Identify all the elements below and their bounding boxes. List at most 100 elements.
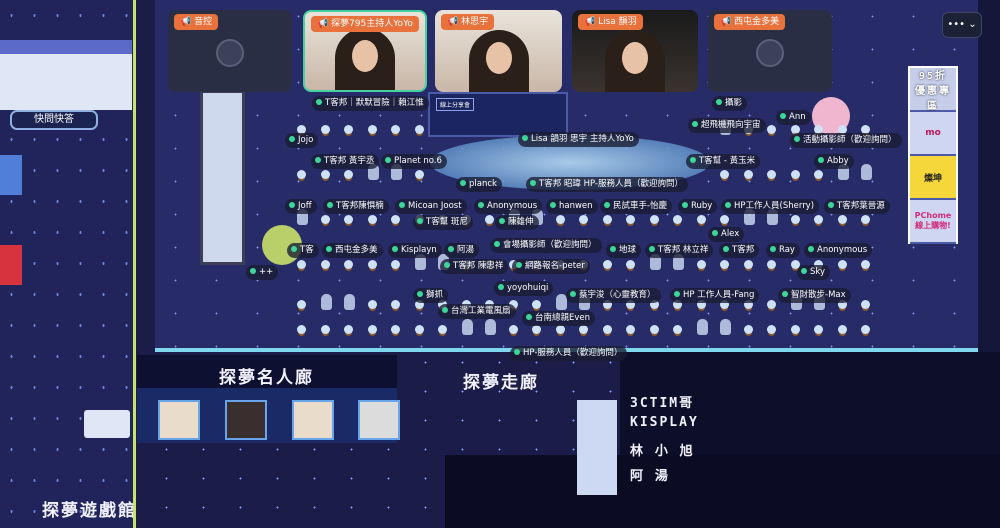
player-name-label[interactable]: Anonymous xyxy=(474,199,543,214)
chair xyxy=(649,325,659,334)
portrait[interactable] xyxy=(225,400,267,440)
player-name-label[interactable]: ++ xyxy=(246,265,279,280)
chair xyxy=(320,170,330,179)
stage-screen: 線上分享會 xyxy=(428,92,568,137)
promo-banner[interactable]: 95折 優惠專區 mo 燦坤 PChome 線上購物! xyxy=(908,66,958,244)
video-tile[interactable]: 📢 探夢795主持人YoYo xyxy=(303,10,427,92)
player-name-label[interactable]: 西屯金多美 xyxy=(322,243,383,258)
player-name-label[interactable]: 阿湯 xyxy=(444,243,480,258)
player-name-label[interactable]: hanwen xyxy=(546,199,598,214)
player-name-label[interactable]: 活動攝影師（歡迎詢問） xyxy=(790,133,902,148)
chair xyxy=(320,260,330,269)
player-name-label[interactable]: Anonymous xyxy=(804,243,873,258)
player-name-label[interactable]: Ray xyxy=(766,243,800,258)
chair xyxy=(837,260,847,269)
player-name-label[interactable]: 台灣工業電風扇 xyxy=(438,304,516,319)
player-name-label[interactable]: HP工作人員(Sherry) xyxy=(721,199,820,214)
chair xyxy=(743,260,753,269)
lockers xyxy=(577,400,617,495)
player-name-label[interactable]: 攝影 xyxy=(712,96,748,111)
chair xyxy=(767,300,776,309)
cast-item: KISPLAY xyxy=(630,415,699,430)
player-name-label[interactable]: T客邦 黃宇丞 xyxy=(311,154,380,169)
chair xyxy=(367,325,377,334)
portrait[interactable] xyxy=(292,400,334,440)
player-name-label[interactable]: 智財散步-Max xyxy=(778,288,851,303)
player-name-label[interactable]: 陳雄伸 xyxy=(495,215,539,230)
player-name-label[interactable]: planck xyxy=(456,177,502,192)
player-name-label[interactable]: T客幫 - 黃玉米 xyxy=(686,154,761,169)
avatar xyxy=(216,38,244,67)
player-name-label[interactable]: Sky xyxy=(797,265,831,280)
player-name-label[interactable]: T客邦 林立祥 xyxy=(645,243,714,258)
player-name-label[interactable]: yoyohuiqi xyxy=(494,281,554,296)
chair xyxy=(626,325,635,334)
avatar xyxy=(837,164,849,180)
player-name-label[interactable]: T客邦陳惧楠 xyxy=(323,199,389,214)
computer-desk[interactable] xyxy=(84,410,130,438)
vending-wall xyxy=(200,90,245,265)
player-name-label[interactable]: 獅抓 xyxy=(413,288,449,303)
chair xyxy=(414,325,424,334)
player-name-label[interactable]: T客 xyxy=(287,243,319,258)
player-name-label[interactable]: 台南總親Even xyxy=(522,311,596,326)
momo-ad[interactable]: mo xyxy=(910,112,956,156)
video-tile[interactable]: 📢 林思宇 xyxy=(435,10,562,92)
player-name-label[interactable]: HP-服務人員（歡迎詢問） xyxy=(510,346,628,361)
player-name-label[interactable]: Joff xyxy=(285,199,317,214)
chair xyxy=(861,125,870,134)
zone-divider xyxy=(133,0,136,528)
chair xyxy=(696,300,706,309)
player-name-label[interactable]: 民試車手-怡慶 xyxy=(600,199,673,214)
player-name-label[interactable]: Lisa 韻羽 思宇 主持人YoYo xyxy=(518,132,639,147)
player-name-label[interactable]: Ann xyxy=(776,110,811,125)
player-name-label[interactable]: T客邦 昭瑋 HP-服務人員（歡迎詢問） xyxy=(526,177,688,192)
player-name-label[interactable]: 蔡宇浚（心靈教育） xyxy=(566,288,661,303)
player-name-label[interactable]: T客邦 xyxy=(719,243,760,258)
more-options-button[interactable]: ••• ⌄ xyxy=(942,12,982,38)
chair xyxy=(297,300,306,309)
cast-item: 林 小 旭 xyxy=(630,444,695,459)
player-name-label[interactable]: T客邦葉晉源 xyxy=(824,199,890,214)
video-tile[interactable]: 📢 音控 xyxy=(168,10,292,92)
chair xyxy=(485,215,494,224)
chair xyxy=(297,325,306,334)
chair xyxy=(767,170,776,179)
player-name-label[interactable]: 地球 xyxy=(606,243,642,258)
chair xyxy=(297,260,306,269)
player-name-label[interactable]: Abby xyxy=(814,154,854,169)
player-name-label[interactable]: Alex xyxy=(708,227,745,242)
player-name-label[interactable]: Planet no.6 xyxy=(381,154,447,169)
avatar xyxy=(720,319,731,335)
tkec-ad[interactable]: 燦坤 xyxy=(910,156,956,200)
player-name-label[interactable]: T客幫 斑尼 xyxy=(413,215,473,230)
player-name-label[interactable]: Kisplayn xyxy=(388,243,442,258)
player-name-label[interactable]: Ruby xyxy=(678,199,718,214)
video-tile[interactable]: 📢 Lisa 韻羽 xyxy=(572,10,698,92)
player-name-label[interactable]: T客邦 陳忠祥 xyxy=(440,259,509,274)
building xyxy=(0,40,132,110)
avatar xyxy=(696,319,708,335)
cast-item: 3CTIM哥 xyxy=(630,396,695,411)
portrait[interactable] xyxy=(158,400,200,440)
chair xyxy=(320,125,330,134)
player-name-label[interactable]: Jojo xyxy=(285,133,319,148)
dark-area xyxy=(445,455,1000,528)
video-tile[interactable]: 📢 西屯金多美 xyxy=(708,10,832,92)
avatar xyxy=(414,254,426,270)
chair xyxy=(720,300,729,309)
chair xyxy=(649,215,659,224)
player-name-label[interactable]: T客邦｜默默冒險｜賴江惟 xyxy=(312,96,429,111)
video-feed xyxy=(468,30,529,92)
chair xyxy=(391,260,400,269)
pchome-ad[interactable]: PChome 線上購物! xyxy=(910,200,956,244)
player-name-label[interactable]: 超飛機飛向宇宙 xyxy=(688,118,766,133)
chair xyxy=(532,300,541,309)
player-name-label[interactable]: 網路報名-peter xyxy=(512,259,590,274)
player-name-label[interactable]: 會場攝影師（歡迎詢問） xyxy=(490,238,602,253)
player-name-label[interactable]: HP 工作人員-Fang xyxy=(670,288,760,303)
player-name-label[interactable]: Micoan Joost xyxy=(395,199,467,214)
tile-name: 📢 探夢795主持人YoYo xyxy=(311,16,419,32)
tile-name: 📢 西屯金多美 xyxy=(714,14,786,30)
portrait[interactable] xyxy=(358,400,400,440)
